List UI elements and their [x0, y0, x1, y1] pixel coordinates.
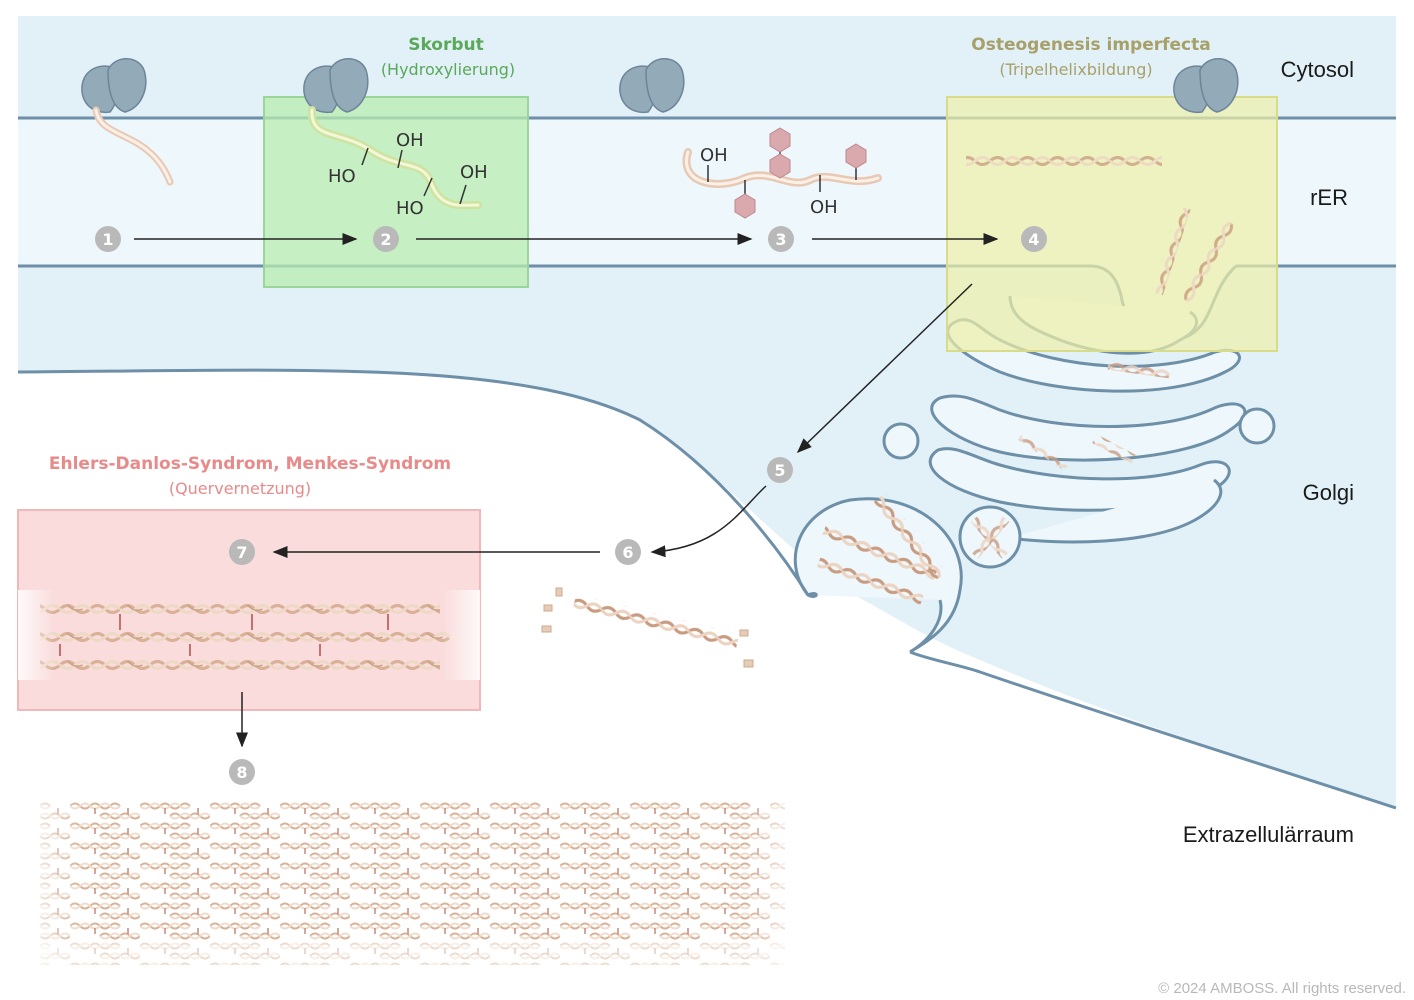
- step-6-marker: 6: [615, 539, 641, 565]
- procollagen-golgi-5: [970, 515, 1010, 559]
- step-8-marker: 8: [229, 759, 255, 785]
- oh-label: OH: [810, 197, 838, 218]
- hydroxyl-labels-step2: OH HO HO OH: [328, 130, 488, 219]
- oh-label: OH: [396, 130, 424, 151]
- procollagen-golgi-1: [1107, 359, 1171, 379]
- oh-label: OH: [700, 145, 728, 166]
- ribosome-1: [81, 58, 147, 114]
- scurvy-box: [263, 96, 529, 288]
- svg-text:6: 6: [622, 543, 633, 562]
- eds-subtitle: (Quervernetzung): [169, 479, 311, 498]
- ho-label: HO: [396, 198, 424, 219]
- region-label-extracellular: Extrazellulärraum: [1183, 822, 1354, 847]
- ribosome-4: [1173, 58, 1239, 114]
- svg-text:4: 4: [1028, 230, 1039, 249]
- procollagen-golgi-2: [1017, 431, 1071, 471]
- glycosylation-groups: [707, 127, 867, 219]
- svg-text:2: 2: [380, 230, 391, 249]
- oi-subtitle: (Tripelhelixbildung): [999, 60, 1152, 79]
- svg-text:3: 3: [775, 230, 786, 249]
- collagen-fibers-extracellular: [18, 790, 808, 975]
- region-label-golgi: Golgi: [1303, 480, 1354, 505]
- step-markers: 1 2 3 4 5 6 7 8: [95, 226, 1047, 785]
- helix-in-er-bud: [1151, 205, 1236, 304]
- procollagen-vesicle-2: [815, 556, 925, 608]
- region-label-rer: rER: [1310, 185, 1348, 210]
- oi-title: Osteogenesis imperfecta: [971, 35, 1210, 55]
- crosslinked-fibrils: [18, 590, 480, 680]
- ribosome-3: [619, 58, 685, 114]
- svg-text:5: 5: [774, 461, 785, 480]
- step-4-marker: 4: [1021, 226, 1047, 252]
- oh-label: OH: [460, 162, 488, 183]
- tropocollagen: [572, 593, 740, 651]
- svg-text:1: 1: [102, 230, 113, 249]
- procollagen-vesicle-1: [821, 523, 939, 581]
- svg-text:8: 8: [236, 763, 247, 782]
- step-3-marker: 3: [768, 226, 794, 252]
- pathway-arrows: [134, 233, 999, 748]
- step-2-marker: 2: [373, 226, 399, 252]
- oi-box: [946, 96, 1278, 352]
- cleaved-propeptides: [541, 587, 754, 668]
- region-label-cytosol: Cytosol: [1281, 57, 1354, 82]
- procollagen-golgi-3: [1092, 434, 1136, 464]
- triple-helix-rer: [966, 153, 1162, 167]
- ho-label: HO: [328, 166, 356, 187]
- procollagen-vesicle-3: [873, 493, 947, 581]
- scurvy-title: Skorbut: [408, 35, 484, 55]
- step-5-marker: 5: [767, 457, 793, 483]
- svg-text:7: 7: [236, 543, 247, 562]
- plasma-membrane: [17, 368, 1397, 810]
- copyright-notice: © 2024 AMBOSS. All rights reserved.: [1158, 980, 1406, 997]
- step-7-marker: 7: [229, 539, 255, 565]
- step-1-marker: 1: [95, 226, 121, 252]
- eds-title: Ehlers-Danlos-Syndrom, Menkes-Syndrom: [49, 454, 451, 474]
- scurvy-subtitle: (Hydroxylierung): [381, 60, 515, 79]
